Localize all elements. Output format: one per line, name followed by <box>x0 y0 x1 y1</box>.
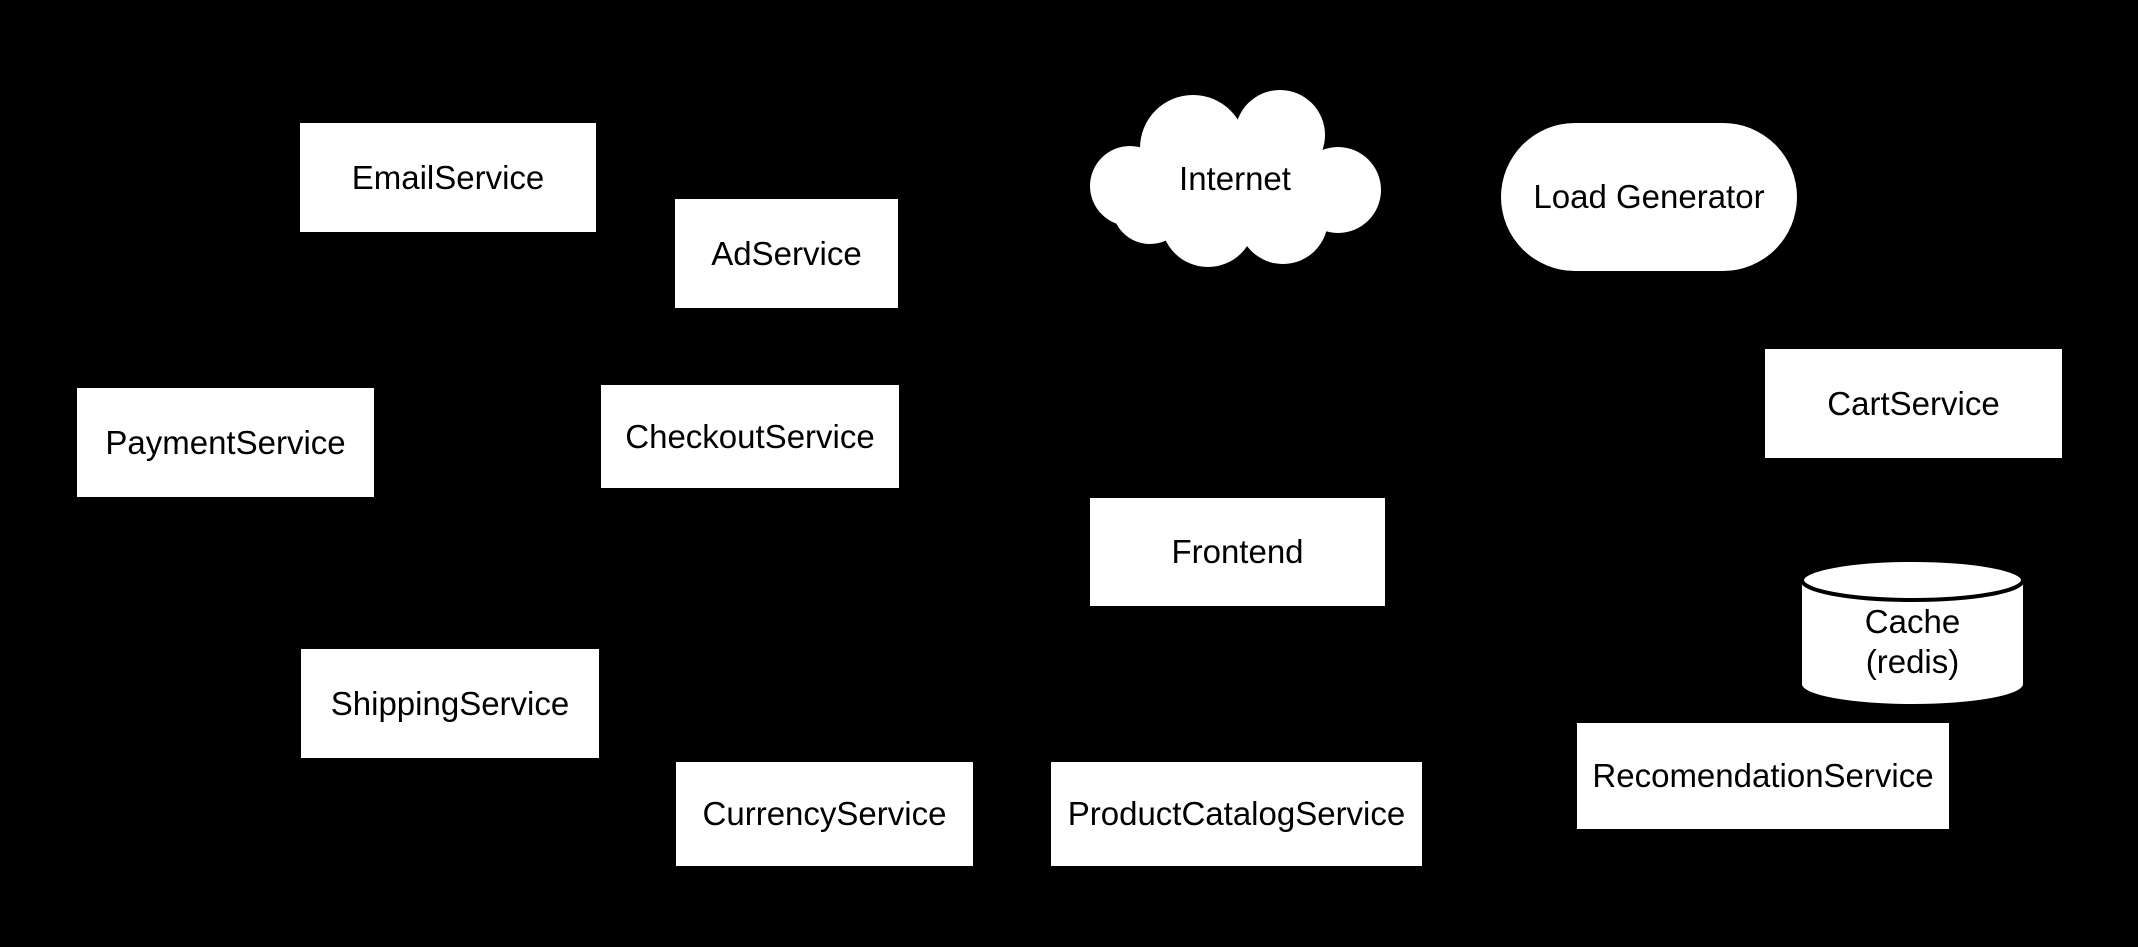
node-label: Load Generator <box>1533 178 1765 216</box>
node-label: PaymentService <box>105 423 346 461</box>
node-internet[interactable]: Internet <box>1088 88 1382 270</box>
node-cart-service[interactable]: CartService <box>1765 349 2062 458</box>
node-email-service[interactable]: EmailService <box>300 123 596 232</box>
cache-label-line1: Cache <box>1864 603 1961 640</box>
node-label: CurrencyService <box>702 795 947 833</box>
node-checkout-service[interactable]: CheckoutService <box>601 385 899 488</box>
node-payment-service[interactable]: PaymentService <box>77 388 374 497</box>
node-cache-redis[interactable]: Cache (redis) <box>1800 556 2025 706</box>
database-cylinder-icon <box>1800 558 2025 704</box>
node-label: ShippingService <box>330 684 570 722</box>
node-label: Cache (redis) <box>1865 602 1960 682</box>
node-shipping-service[interactable]: ShippingService <box>301 649 599 758</box>
node-label: ProductCatalogService <box>1067 795 1406 833</box>
node-label: Frontend <box>1171 533 1304 571</box>
node-label: AdService <box>711 234 862 272</box>
node-ad-service[interactable]: AdService <box>675 199 898 308</box>
node-label: Internet <box>1179 160 1291 198</box>
node-label: CheckoutService <box>625 417 875 455</box>
node-recommendation-service[interactable]: RecomendationService <box>1577 723 1949 829</box>
node-label: RecomendationService <box>1592 757 1934 795</box>
node-label: EmailService <box>351 158 545 196</box>
cloud-icon <box>1090 90 1381 267</box>
cache-label-line2: (redis) <box>1865 643 1960 680</box>
node-frontend[interactable]: Frontend <box>1090 498 1385 606</box>
node-load-generator[interactable]: Load Generator <box>1501 123 1797 271</box>
node-label: CartService <box>1827 384 2000 422</box>
node-currency-service[interactable]: CurrencyService <box>676 762 973 866</box>
node-product-catalog-service[interactable]: ProductCatalogService <box>1051 762 1422 866</box>
